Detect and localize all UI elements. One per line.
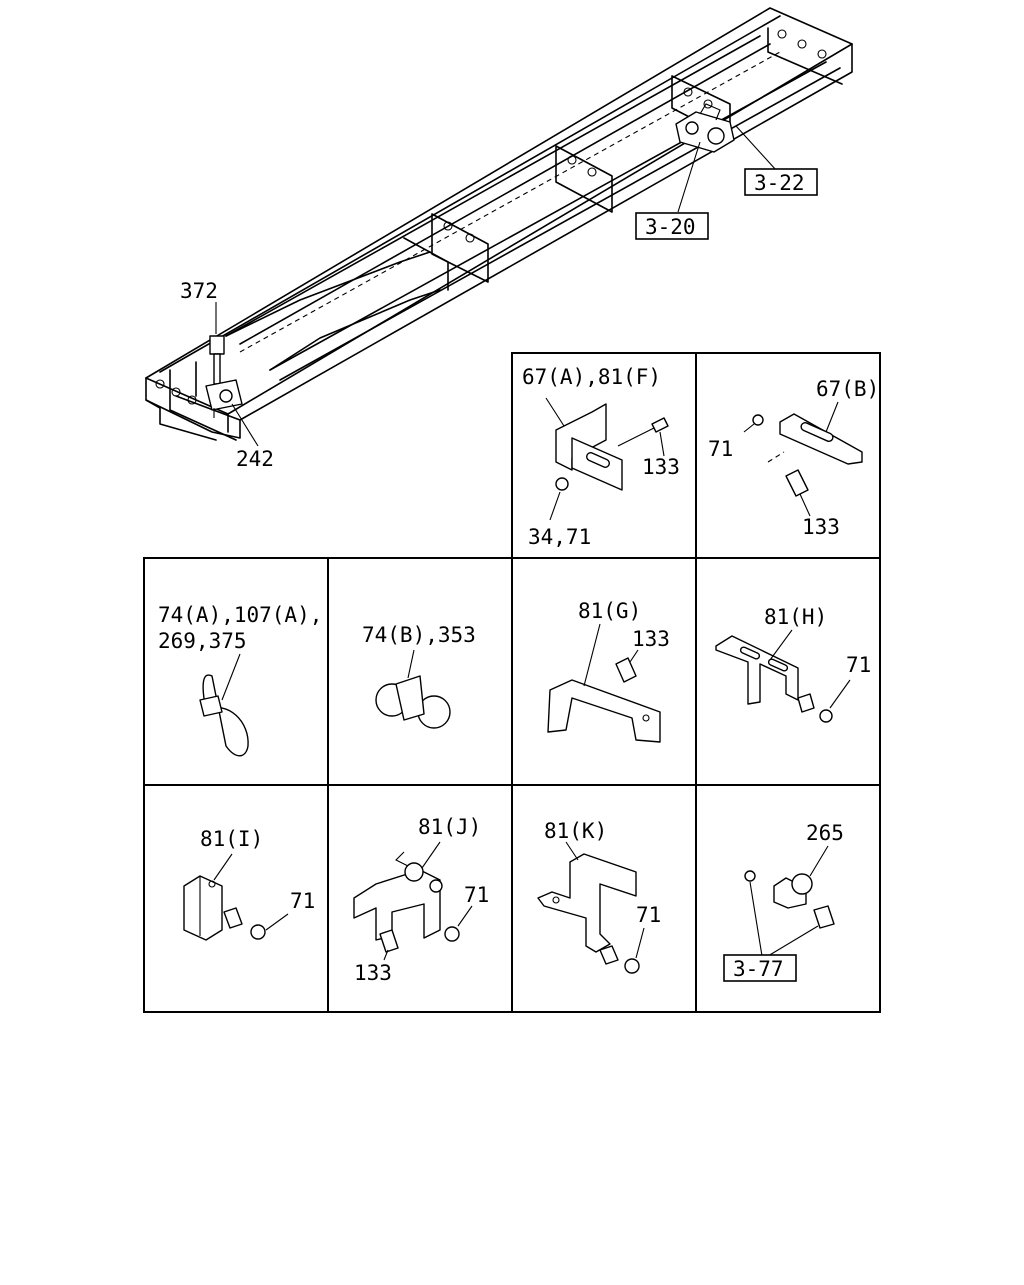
frame-bracket-assembly <box>675 103 735 153</box>
bolt-icon <box>813 905 835 929</box>
ref-label-3-20: 3-20 <box>645 215 696 239</box>
cell2-bolt-label: 133 <box>802 515 840 539</box>
bolt-icon <box>223 907 243 929</box>
bracket-67b <box>779 413 863 465</box>
bolt-133-icon <box>615 657 637 683</box>
cell5-bolt-label: 133 <box>632 627 670 651</box>
cell-67b: 67(B) 71 133 <box>708 377 879 539</box>
cell-74b-353: 74(B),353 <box>362 623 476 729</box>
nut-icon <box>624 958 640 974</box>
cell10-title: 265 <box>806 821 844 845</box>
cell6-nut-label: 71 <box>846 653 871 677</box>
bolt-133-icon <box>379 929 399 953</box>
nut-icon <box>752 414 764 426</box>
cell-81h: 81(H) 71 <box>715 605 871 723</box>
ref-box-3-77 <box>723 954 797 982</box>
cell-81j: 81(J) 71 133 <box>353 815 489 985</box>
ref-label-3-22: 3-22 <box>754 171 805 195</box>
cell2-nut-label: 71 <box>708 437 733 461</box>
part-label-242: 242 <box>236 447 274 471</box>
bracket-81g <box>547 679 661 743</box>
cell8-title: 81(J) <box>418 815 481 839</box>
washer-icon <box>744 870 756 882</box>
bracket-81i <box>183 875 223 941</box>
bracket-81k <box>537 853 637 953</box>
bracket-81j <box>353 869 441 941</box>
cell-74a-107a-269-375: 74(A),107(A), 269,375 <box>158 603 322 757</box>
nut-icon <box>250 924 266 940</box>
cell-67a-81f: 67(A),81(F) 133 34,71 <box>522 365 680 549</box>
cell9-title: 81(K) <box>544 819 607 843</box>
cell-81k: 81(K) 71 <box>537 819 661 974</box>
bolt-133-icon <box>785 469 809 497</box>
cell2-title: 67(B) <box>816 377 879 401</box>
cell-81i: 81(I) 71 <box>183 827 315 941</box>
cell7-nut-label: 71 <box>290 889 315 913</box>
bolt-372-assembly <box>205 335 243 418</box>
bushing-265 <box>791 873 813 895</box>
cell-81g: 81(G) 133 <box>547 599 670 743</box>
cable-tie-icon <box>202 674 249 757</box>
cell-265: 265 3-77 <box>723 821 844 982</box>
cell8-nut-label: 71 <box>464 883 489 907</box>
cell6-title: 81(H) <box>764 605 827 629</box>
cell4-title: 74(B),353 <box>362 623 476 647</box>
ref-box-3-20 <box>635 212 709 240</box>
cell1-nut-label: 34,71 <box>528 525 591 549</box>
cell1-bolt-label: 133 <box>642 455 680 479</box>
cell7-title: 81(I) <box>200 827 263 851</box>
cell5-title: 81(G) <box>578 599 641 623</box>
cell9-nut-label: 71 <box>636 903 661 927</box>
detail-grid <box>143 352 881 1013</box>
nut-icon <box>819 709 833 723</box>
bolt-icon <box>599 945 619 965</box>
chassis-frame <box>145 7 853 441</box>
cell8-bolt-label: 133 <box>354 961 392 985</box>
nut-icon <box>555 477 569 491</box>
cell3-line1: 74(A),107(A), <box>158 603 322 627</box>
bracket-81h <box>715 635 799 705</box>
cell3-line2: 269,375 <box>158 629 247 653</box>
nut-icon <box>444 926 460 942</box>
bolt-icon <box>797 693 815 713</box>
bolt-133-icon <box>651 417 669 433</box>
cell1-title: 67(A),81(F) <box>522 365 661 389</box>
ref-label-3-77: 3-77 <box>733 957 784 981</box>
ref-box-3-22 <box>744 168 818 196</box>
part-label-372: 372 <box>180 279 218 303</box>
